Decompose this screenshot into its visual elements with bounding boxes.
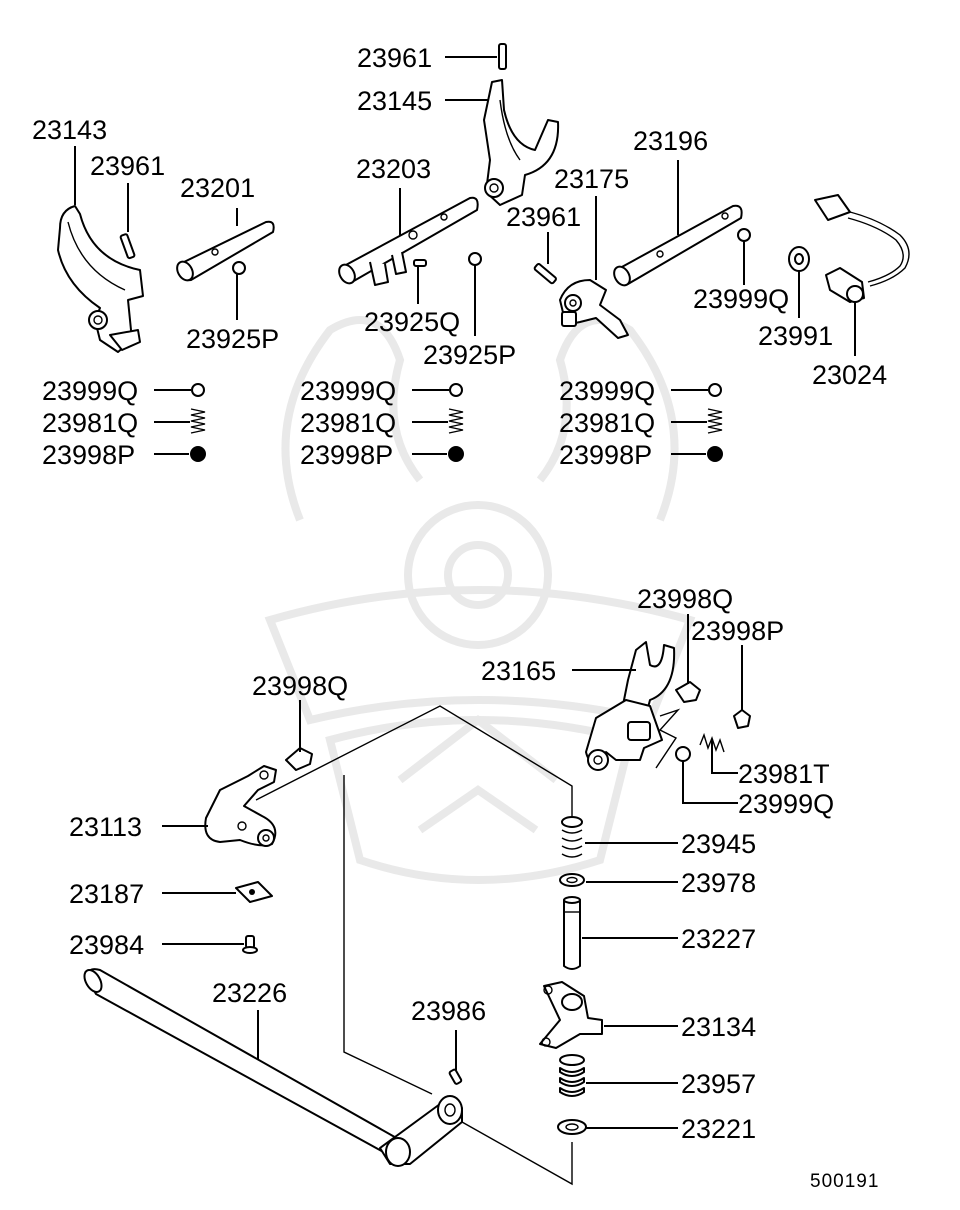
label-23945: 23945: [681, 829, 756, 859]
label-23925P-b: 23925P: [423, 340, 516, 370]
spring-23981T: [699, 732, 725, 753]
label-det3-spring: 23981Q: [559, 408, 655, 438]
label-23925P-a: 23925P: [186, 324, 279, 354]
bracket-23113: [204, 765, 277, 847]
label-23986: 23986: [411, 996, 486, 1026]
label-det3-ball: 23999Q: [559, 376, 655, 406]
label-23961-top: 23961: [357, 43, 432, 73]
shift-rail-23196: [613, 204, 743, 287]
pin-23961-left: [119, 233, 136, 260]
label-23998Q-left: 23998Q: [252, 671, 348, 701]
shift-fork-23145: [483, 79, 560, 206]
label-det2-plug: 23998P: [300, 440, 393, 470]
washer-23221: [557, 1119, 587, 1135]
plug-23998P-right: [733, 709, 751, 729]
label-23165: 23165: [481, 656, 556, 686]
label-det2-ball: 23999Q: [300, 376, 396, 406]
pin-23986: [448, 1068, 463, 1085]
pin-23961-mid: [533, 263, 557, 285]
detent-set-3-drawing: [707, 383, 723, 462]
pin-23961-top: [498, 43, 507, 70]
plate-23187: [235, 881, 273, 903]
ball-23925P-b: [468, 252, 482, 266]
fork-bracket-23165: [585, 641, 681, 771]
label-23226: 23226: [212, 978, 287, 1008]
shift-rail-23201: [176, 220, 275, 282]
label-23925Q: 23925Q: [364, 307, 460, 337]
label-23991: 23991: [758, 321, 833, 351]
shift-lever-23175: [559, 279, 629, 339]
pin-23925Q: [413, 259, 427, 267]
bolt-23998Q-right: [675, 681, 701, 703]
lever-23134: [539, 981, 603, 1049]
shaft-23226: [83, 968, 463, 1167]
label-23999Q-low: 23999Q: [738, 789, 834, 819]
label-23187: 23187: [69, 879, 144, 909]
label-23998P-right: 23998P: [691, 616, 784, 646]
switch-23024: [814, 194, 910, 303]
label-23201: 23201: [180, 173, 255, 203]
ball-23925P-a: [232, 261, 246, 275]
label-23978: 23978: [681, 868, 756, 898]
spring-23957: [559, 1054, 585, 1097]
label-23961-mid: 23961: [506, 202, 581, 232]
spring-23945: [561, 816, 583, 858]
label-23175: 23175: [554, 164, 629, 194]
detent-set-2-drawing: [448, 383, 464, 462]
washer-23978: [559, 873, 585, 887]
ball-23999Q-low: [675, 746, 691, 762]
label-23145: 23145: [357, 86, 432, 116]
label-det1-spring: 23981Q: [42, 408, 138, 438]
label-det1-plug: 23998P: [42, 440, 135, 470]
label-23981T: 23981T: [738, 759, 830, 789]
label-23998Q-right: 23998Q: [637, 584, 733, 614]
label-det1-ball: 23999Q: [42, 376, 138, 406]
diagram-code: 500191: [810, 1171, 879, 1192]
shaft-23227: [563, 896, 581, 970]
label-23203: 23203: [356, 154, 431, 184]
labels: 23961 23145 23143 23961 23201 23203 2319…: [32, 43, 887, 1192]
label-23143: 23143: [32, 115, 107, 145]
label-23024: 23024: [812, 360, 887, 390]
bolt-23998Q-left: [285, 747, 313, 771]
label-23999Q-right: 23999Q: [693, 284, 789, 314]
washer-23991: [788, 246, 810, 272]
label-23984: 23984: [69, 930, 144, 960]
label-23221: 23221: [681, 1114, 756, 1144]
detent-set-1-drawing: [190, 383, 206, 462]
label-23196: 23196: [633, 126, 708, 156]
screw-23984: [242, 935, 258, 954]
ball-23999Q-right: [737, 228, 751, 242]
label-23113: 23113: [69, 812, 142, 842]
shift-fork-23143: [57, 205, 144, 353]
label-23134: 23134: [681, 1012, 756, 1042]
assembly-lines: [255, 705, 573, 1186]
label-det2-spring: 23981Q: [300, 408, 396, 438]
label-23957: 23957: [681, 1069, 756, 1099]
label-23961-left: 23961: [90, 151, 165, 181]
label-det3-plug: 23998P: [559, 440, 652, 470]
leader-lines: [74, 56, 856, 1129]
label-23227: 23227: [681, 924, 756, 954]
shift-rail-23203: [338, 196, 479, 286]
